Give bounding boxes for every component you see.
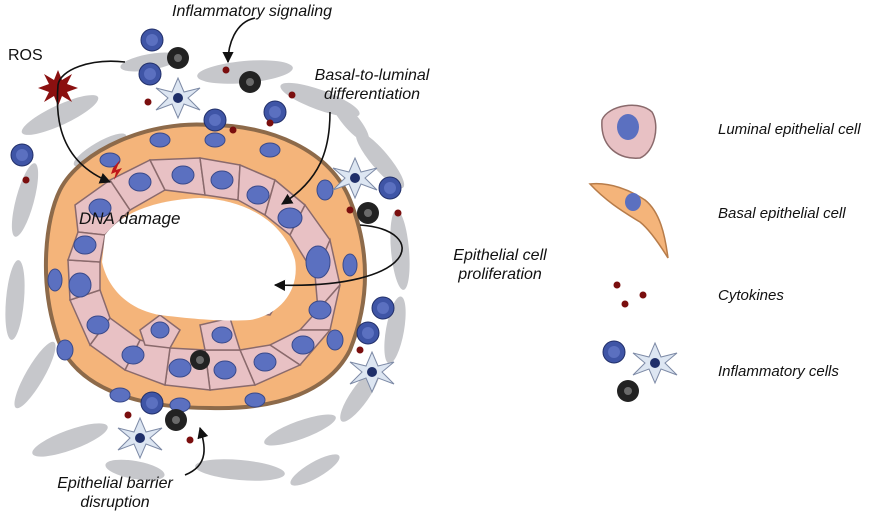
legend bbox=[588, 104, 678, 402]
label-basal-to-luminal: Basal-to-luminal differentiation bbox=[292, 66, 452, 104]
label-epithelial-proliferation-line2: proliferation bbox=[458, 266, 542, 283]
arrows bbox=[56, 17, 403, 476]
label-basal-to-luminal-line2: differentiation bbox=[323, 86, 421, 103]
label-epithelial-proliferation: Epithelial cell proliferation bbox=[430, 246, 570, 284]
cytokines bbox=[22, 66, 402, 444]
label-epithelial-proliferation-line1: Epithelial cell bbox=[453, 247, 547, 264]
label-basal-to-luminal-line1: Basal-to-luminal bbox=[314, 67, 430, 84]
legend-label-inflammatory: Inflammatory cells bbox=[718, 363, 839, 380]
stroma bbox=[5, 52, 410, 486]
legend-label-basal: Basal epithelial cell bbox=[718, 205, 846, 222]
legend-label-luminal: Luminal epithelial cell bbox=[718, 121, 861, 138]
label-epithelial-barrier: Epithelial barrier disruption bbox=[40, 474, 190, 512]
inflammatory-cells-icon bbox=[602, 340, 678, 402]
label-epithelial-barrier-line2: disruption bbox=[80, 494, 150, 511]
inflammatory-cells bbox=[10, 28, 402, 460]
label-dna-damage: DNA damage bbox=[79, 209, 181, 228]
dna-damage-icon bbox=[111, 160, 122, 180]
legend-label-cytokines: Cytokines bbox=[718, 287, 784, 304]
label-inflammatory-signaling: Inflammatory signaling bbox=[172, 3, 333, 20]
label-epithelial-barrier-line1: Epithelial barrier bbox=[57, 475, 173, 492]
label-ros: ROS bbox=[8, 47, 43, 64]
cytokines-icon bbox=[613, 281, 647, 308]
lumen bbox=[102, 198, 296, 321]
